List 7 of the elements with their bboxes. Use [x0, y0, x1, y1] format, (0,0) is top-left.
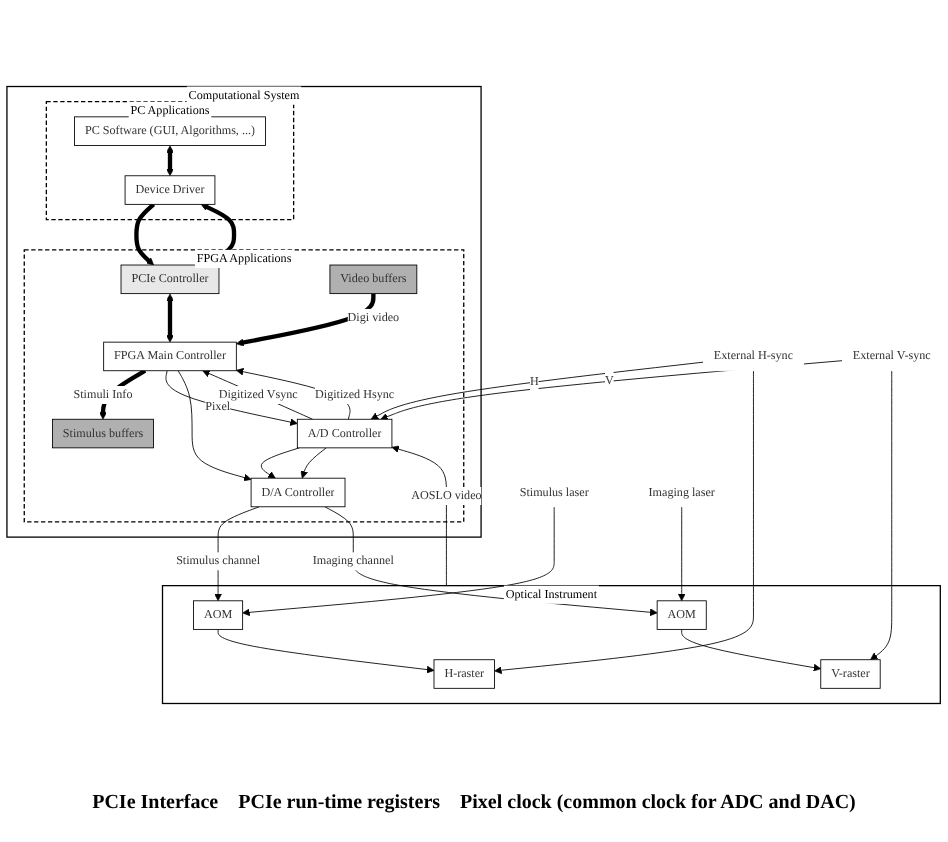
diagram-label: PCIe run-time registers	[238, 792, 441, 818]
arrow	[134, 202, 156, 266]
diagram-label: Pixel clock (common clock for ADC and DAC)	[460, 792, 856, 818]
arrow	[166, 145, 174, 177]
arrow	[166, 293, 174, 343]
diagram-label: PCIe Interface	[92, 792, 219, 818]
arrow	[236, 293, 376, 347]
